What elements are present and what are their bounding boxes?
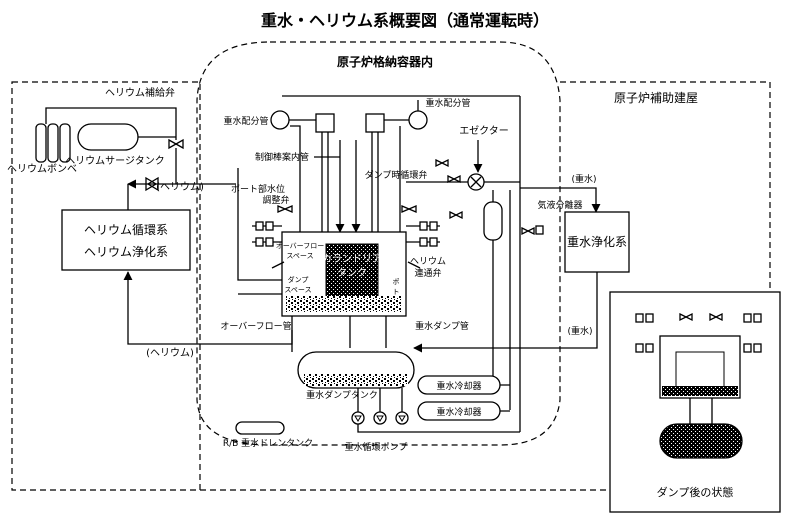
heavy-water-to-purification <box>520 187 601 213</box>
helium-makeup-line <box>45 107 177 140</box>
cooler-1-label: 重水冷却器 <box>436 380 481 392</box>
aux-building-boundary <box>560 81 771 290</box>
helium-makeup-valve-label: ヘリウム補給弁 <box>105 86 175 99</box>
helium-connect-label-2: 連通弁 <box>414 267 441 279</box>
after-dump-tank <box>659 423 743 459</box>
after-dump-panel <box>609 291 781 513</box>
gas-liquid-separator <box>483 201 503 241</box>
left-distribution-label: 重水配分管 <box>223 115 268 127</box>
heavy-water-flow-label-1: (重水) <box>571 173 596 185</box>
right-distribution-pipe-icon <box>408 110 428 130</box>
helium-cylinder-label: ヘリウムボンベ <box>7 163 77 175</box>
dump-space-label-2: スペース <box>284 286 311 294</box>
containment-boundary <box>196 41 561 446</box>
heavy-water-purification-box <box>564 211 630 273</box>
port-water-level-label: ポート部水位 <box>231 183 285 195</box>
gas-liquid-separator-label: 気液分離器 <box>537 199 582 211</box>
heavy-water-purification-label: 重水浄化系 <box>567 235 627 249</box>
drain-tank <box>235 421 285 435</box>
overflow-pipe-label: オーバーフロー管 <box>220 320 291 332</box>
helium-surge-tank-label: ヘリウムサージタンク <box>65 155 165 167</box>
helium-valve-icon <box>145 176 159 192</box>
after-dump-valves <box>635 312 762 353</box>
helium-circulation-label: ヘリウム循環系 <box>84 223 168 237</box>
port-label-2: ト <box>393 288 400 296</box>
circulation-pump-icons <box>351 411 409 425</box>
dump-tank-label: 重水ダンプタンク <box>306 389 378 401</box>
right-control-rod-housing <box>365 113 385 133</box>
helium-purification-label: ヘリウム浄化系 <box>84 245 168 259</box>
ejector-label: エゼクター <box>459 125 509 137</box>
calandria-label-2: タンク <box>337 267 367 279</box>
after-dump-label: ダンプ後の状態 <box>657 485 734 499</box>
dump-recirc-valve-icon <box>435 158 461 184</box>
port-label-1: ポ <box>393 278 400 286</box>
left-distribution-pipe-icon <box>270 110 290 130</box>
drain-tank-label: R/B 重水ドレンタンク <box>223 437 313 449</box>
heavy-water-valve-icon <box>521 225 544 236</box>
helium-cylinder-icon <box>35 123 71 163</box>
helium-makeup-valve-icon <box>168 138 184 150</box>
heavy-water-flow-label-2: (重水) <box>567 325 592 337</box>
dump-pipe-label: 重水ダンプ管 <box>415 320 469 332</box>
heavy-water-return <box>413 272 598 353</box>
dump-space-label-1: ダンプ <box>288 275 309 284</box>
right-distribution-label: 重水配分管 <box>425 97 470 109</box>
overflow-space-label-1: オーバーフロー <box>276 242 325 250</box>
helium-flow-label-1: (ヘリウム) <box>156 181 204 193</box>
left-valve-bank <box>252 205 293 247</box>
control-rod-guide-label: 制御棒案内管 <box>255 151 309 163</box>
aux-building-label: 原子炉補助建屋 <box>614 91 698 105</box>
adjust-valve-label: 調整弁 <box>262 194 289 206</box>
helium-flow-label-2: (ヘリウム) <box>146 347 194 359</box>
containment-label: 原子炉格納容器内 <box>337 54 433 69</box>
helium-return-line <box>123 271 293 345</box>
overflow-space-label-2: スペース <box>286 252 313 260</box>
helium-circulation-system-box <box>61 209 191 271</box>
circulation-pump-label: 重水循環ポンプ <box>345 441 408 453</box>
helium-connect-label-1: ヘリウム <box>410 256 446 267</box>
cooler-2-label: 重水冷却器 <box>436 406 481 418</box>
moderator-level <box>286 296 402 312</box>
left-control-rod-housing <box>315 113 335 133</box>
dump-recirc-valve-label: ダンプ時循環弁 <box>365 169 428 181</box>
right-valve-bank <box>401 205 463 247</box>
diagram-title: 重水・ヘリウム系概要図（通常運転時） <box>261 11 549 30</box>
calandria-label-1: カランドリア <box>322 253 382 265</box>
helium-surge-tank <box>77 123 139 151</box>
